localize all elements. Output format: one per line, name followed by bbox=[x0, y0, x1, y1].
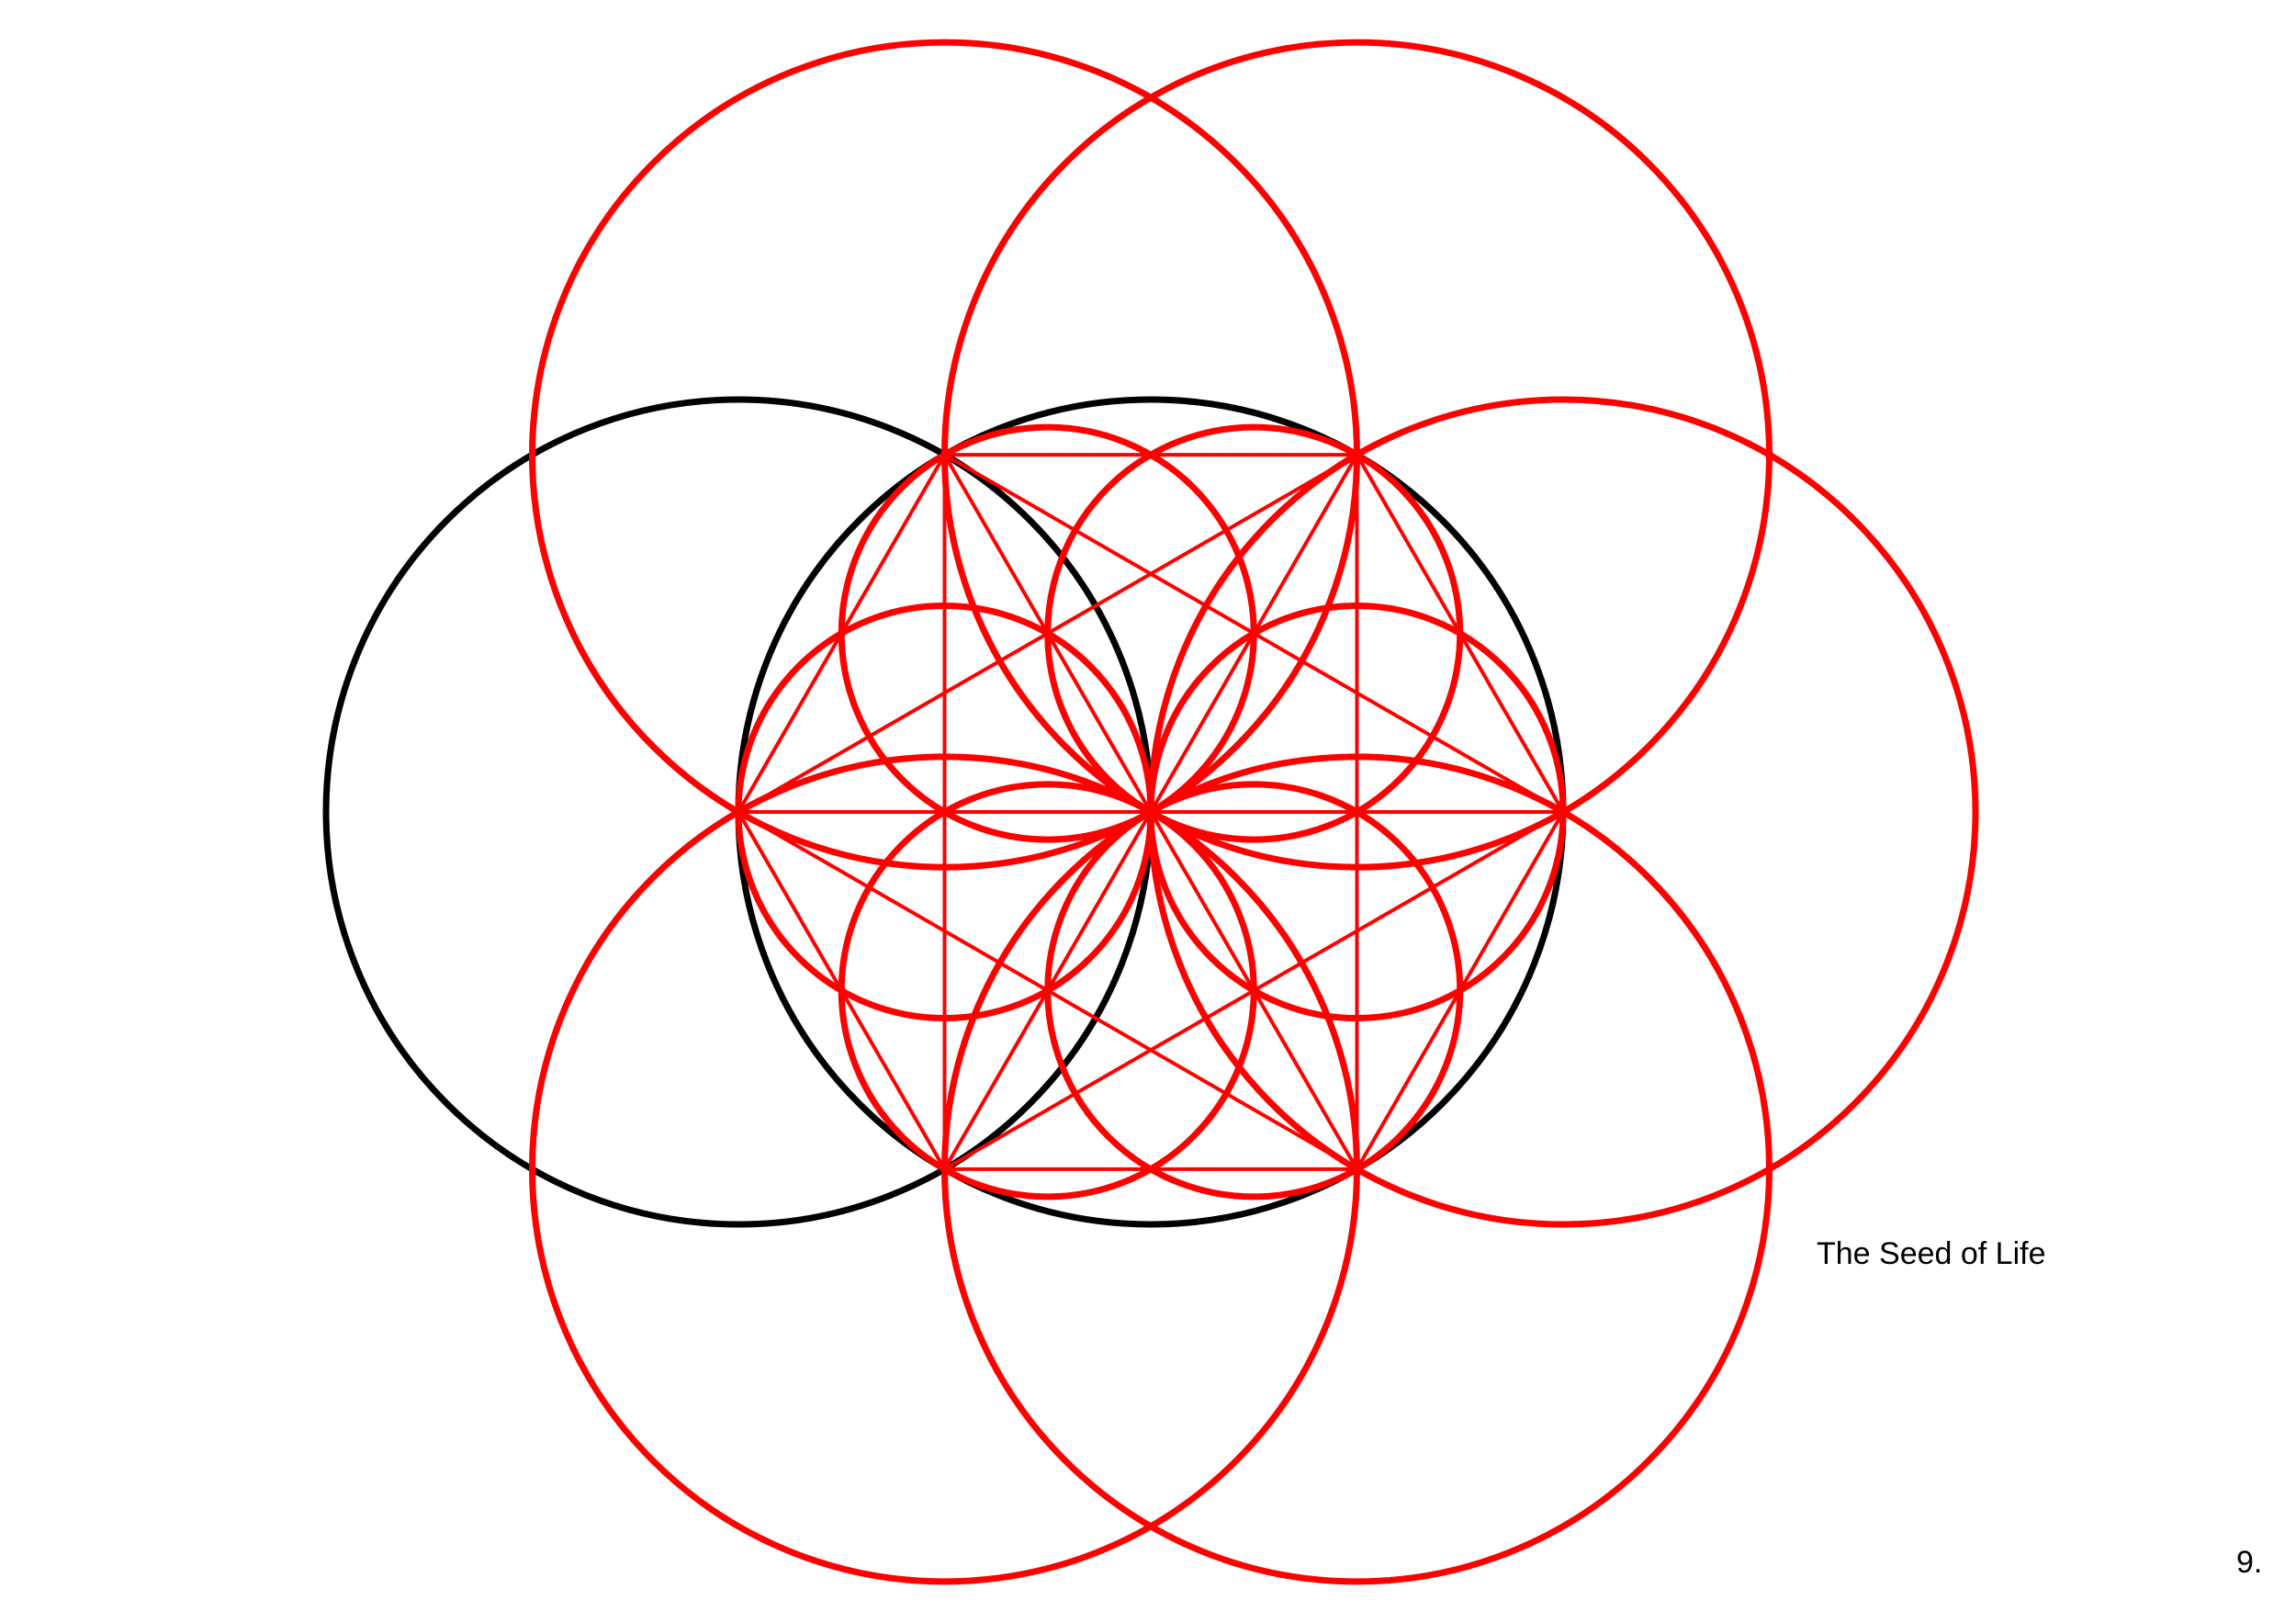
hexagon-edge-3 bbox=[737, 811, 947, 1170]
hexagram-lines bbox=[737, 453, 1565, 1171]
hexagon-edge-6 bbox=[1355, 454, 1565, 814]
hexagram-line-1 bbox=[943, 810, 1565, 1171]
diagram-caption: The Seed of Life bbox=[1817, 1236, 2046, 1271]
hexagram-line-4 bbox=[737, 810, 1358, 1171]
hexagon-edge-4 bbox=[737, 454, 947, 814]
hexagram-line-3 bbox=[943, 453, 1564, 814]
hexagon-edge-1 bbox=[1355, 811, 1565, 1170]
page-number: 9. bbox=[2236, 1545, 2263, 1580]
hexagram-line-5 bbox=[737, 453, 1358, 814]
